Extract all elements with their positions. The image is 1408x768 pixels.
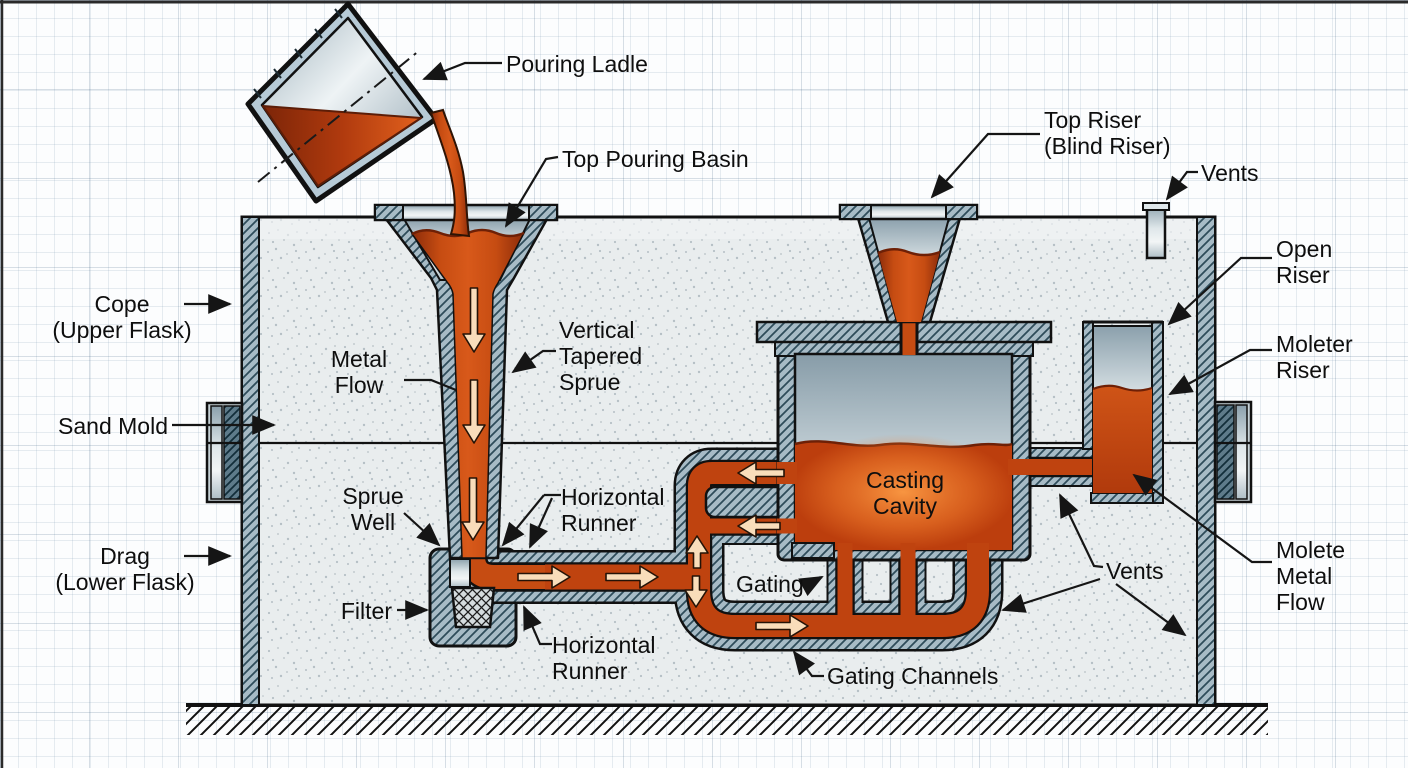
label-top-riser: Top Riser (Blind Riser) — [1044, 107, 1171, 159]
label-metal-flow: Metal Flow — [330, 346, 388, 398]
pour-stream — [429, 108, 471, 238]
label-filter: Filter — [340, 598, 392, 624]
filter — [450, 586, 496, 629]
label-cope: Cope (Upper Flask) — [52, 291, 192, 343]
label-drag: Drag (Lower Flask) — [55, 543, 195, 595]
flow-arrows — [461, 287, 809, 638]
label-top-pouring-basin: Top Pouring Basin — [562, 146, 749, 172]
label-sand-mold: Sand Mold — [58, 413, 168, 439]
top-riser-shape — [838, 203, 979, 324]
right-clamp — [1213, 400, 1253, 504]
ground — [186, 703, 1268, 735]
open-riser-shape — [1082, 320, 1164, 504]
label-gating-channels: Gating Channels — [827, 663, 999, 689]
ladle-axis-line — [257, 49, 421, 183]
leader-lines — [172, 61, 1272, 678]
left-clamp — [205, 401, 244, 504]
label-horizontal-runner-lower: Horizontal Runner — [552, 632, 656, 684]
label-vents-top: Vents — [1201, 160, 1259, 186]
label-pouring-ladle: Pouring Ladle — [506, 51, 648, 77]
label-vertical-tapered-sprue: Vertical Tapered Sprue — [559, 317, 643, 395]
label-open-riser: Open Riser — [1276, 236, 1333, 288]
pouring-basin-and-sprue — [373, 203, 559, 560]
label-molete-metal-flow: Molete Metal Flow — [1276, 537, 1346, 615]
label-vents-right: Vents — [1106, 558, 1164, 584]
label-moleter-riser: Moleter Riser — [1276, 331, 1353, 383]
ladle-shell-ticks — [253, 8, 343, 99]
vent-tube — [1142, 202, 1170, 260]
casting-cavity-shape — [755, 314, 1053, 562]
pouring-ladle-shape — [245, 1, 471, 238]
label-sprue-well: Sprue Well — [342, 483, 404, 535]
left-flask-wall — [241, 216, 260, 706]
label-horizontal-runner-upper: Horizontal Runner — [561, 484, 665, 536]
label-casting-cavity: Casting Cavity — [866, 467, 944, 519]
label-gating: Gating — [736, 571, 804, 597]
